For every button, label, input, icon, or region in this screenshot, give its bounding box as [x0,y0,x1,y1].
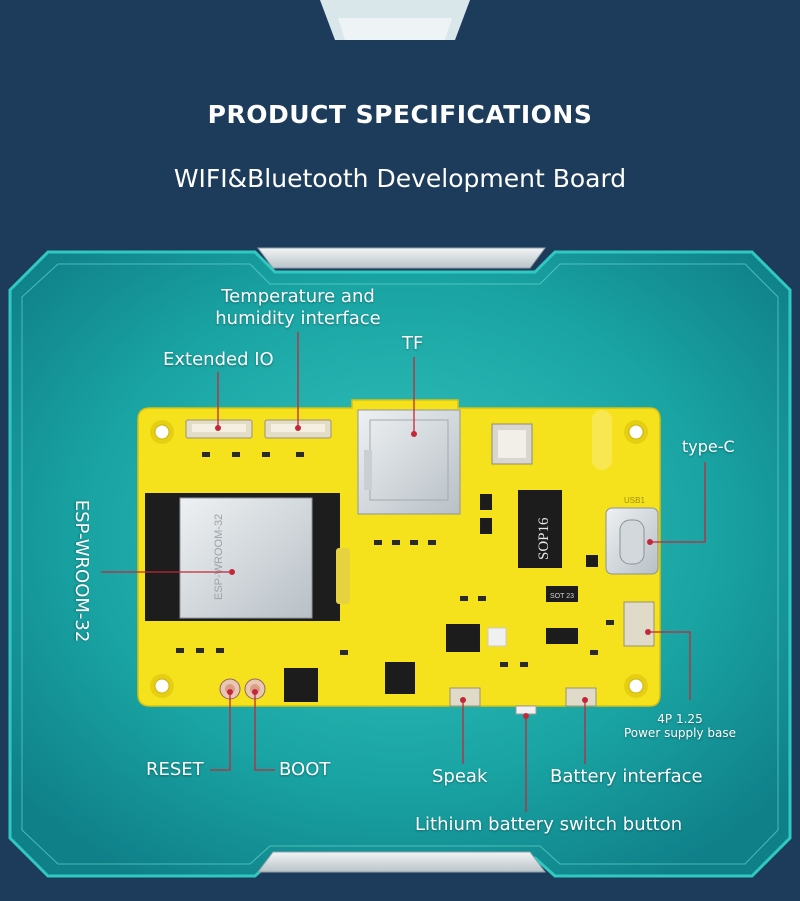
page-title: PRODUCT SPECIFICATIONS [207,100,593,129]
sop16-chip [518,490,562,568]
speaker-connector [449,687,481,707]
tf-card-slot [357,409,461,515]
lithium-switch-body [515,705,537,715]
led [487,627,507,647]
callout-power-line2: Power supply base [623,726,737,740]
callout-lithium-switch: Lithium battery switch button [415,814,683,835]
power-supply-base-connector [623,601,655,647]
top-plate-decoration [257,247,546,269]
ic-b [385,662,415,694]
callout-temperature-humidity: Temperature and humidity interface [198,286,398,330]
callout-reset: RESET [146,759,204,780]
leader-lines [101,332,706,812]
sot23-a [546,586,578,602]
callout-extended-io: Extended IO [163,349,274,370]
callout-type-c: type-C [682,437,735,456]
callout-power-line1: 4P 1.25 [657,712,703,726]
callout-temperature-humidity-line1: Temperature and [221,286,375,307]
mounting-holes [150,420,648,698]
callout-speak: Speak [432,766,488,787]
callout-power-supply-base: 4P 1.25 Power supply base [620,712,740,740]
pcb-board: ESP-WROOM-32 SOP16 USB1 SOT 23 [137,399,661,715]
ic-a [446,624,480,652]
top-tab-inner [338,18,452,40]
panel-inner-border [21,263,779,865]
usb-marking: USB1 [624,496,645,505]
bottom-plate-decoration [257,851,546,873]
callout-battery-interface: Battery interface [550,766,703,787]
esp-module-shield [179,497,313,619]
leader-dots [215,425,653,719]
esp-module-marking: ESP-WROOM-32 [213,514,225,600]
callout-temperature-humidity-line2: humidity interface [215,308,381,329]
callout-tf: TF [402,333,424,354]
battery-connector [565,687,597,707]
sop16-marking: SOP16 [536,517,552,560]
callout-esp-module: ESP-WROOM-32 [71,499,92,643]
ic-c [284,668,318,702]
sot23-b [546,628,578,644]
sot23-a-marking: SOT 23 [550,593,574,600]
page-subtitle: WIFI&Bluetooth Development Board [173,164,627,193]
callout-boot: BOOT [279,759,331,780]
